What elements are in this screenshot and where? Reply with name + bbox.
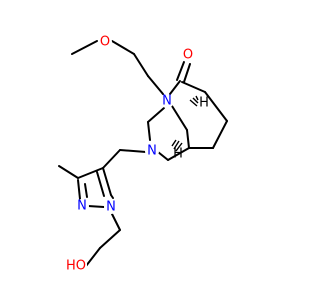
bond-c3-c4 xyxy=(77,167,104,179)
bond-bridgehead-ch2-right xyxy=(204,91,228,122)
atom-label-n-pyrazole-2: N xyxy=(77,199,87,214)
atom-hydroxyl: HO xyxy=(65,258,87,274)
atom-n-lactam: N xyxy=(160,94,174,109)
bond-o-ch2 xyxy=(111,40,135,55)
molecule-structure: O O N N N N HO H H xyxy=(58,35,228,274)
stereo-h-top: H xyxy=(199,96,209,111)
bond-nlactam-carbonyl xyxy=(169,80,181,95)
atom-labels: O O N N N N HO H H xyxy=(65,35,209,274)
atom-o-carbonyl: O xyxy=(181,48,195,63)
bond-bridge-lower xyxy=(186,129,190,149)
stereo-wedges xyxy=(171,95,199,152)
atom-label-hydroxyl: HO xyxy=(66,259,86,274)
hash-wedge-bottom xyxy=(171,139,183,152)
bond-n1-ch2 xyxy=(111,213,121,231)
bond-bridge-upper xyxy=(171,105,188,131)
atom-label-n-ring: N xyxy=(147,144,157,159)
stereo-label-h-top: H xyxy=(199,96,209,111)
atom-label-n-lactam: N xyxy=(162,94,172,109)
bond-ch2-nring xyxy=(147,121,151,141)
bonds xyxy=(58,40,228,267)
bond-n2-c3-double xyxy=(84,183,88,198)
bond-n2-c3 xyxy=(77,179,81,200)
bond-ch2-nlactam xyxy=(147,75,164,95)
bond-carbonyl-bridgehead xyxy=(181,81,206,93)
atom-n-pyrazole-2: N xyxy=(75,199,89,214)
bond-n1-n2 xyxy=(87,205,105,208)
bond-c5-n1 xyxy=(110,194,114,199)
atom-n-pyrazole-1: N xyxy=(104,200,118,215)
bond-nlactam-ch2 xyxy=(147,107,165,123)
bond-ch2-ch2-right xyxy=(212,120,228,149)
bond-carbonyl-double-b xyxy=(183,63,191,83)
atom-label-n-pyrazole-1: N xyxy=(106,200,116,215)
atom-label-o-methoxy: O xyxy=(100,35,110,50)
hash-wedge-top xyxy=(189,95,199,107)
bond-carbonyl-double-a xyxy=(176,61,185,81)
atom-n-ring: N xyxy=(145,144,159,159)
molecule-canvas: O O N N N N HO H H xyxy=(58,35,228,274)
bond-c4-c5-double xyxy=(96,171,105,197)
bond-ch2-pyrazole xyxy=(102,149,121,169)
atom-o-methoxy: O xyxy=(98,35,112,50)
atom-label-o-carbonyl: O xyxy=(183,48,193,63)
bond-ch2-ch2-oh xyxy=(99,229,121,249)
bond-bridgehead-ch2 xyxy=(167,147,190,161)
stereo-h-bottom: H xyxy=(173,147,183,162)
bond-ch2-oh xyxy=(85,247,101,267)
stereo-label-h-bottom: H xyxy=(173,147,183,162)
bond-nring-ch2 xyxy=(119,149,147,153)
bond-c3-methyl xyxy=(58,165,79,179)
bond-c4-c5 xyxy=(102,167,112,196)
bond-ch2-ch2 xyxy=(133,53,149,77)
bond-methyl-o xyxy=(71,40,98,55)
bond-ch2-nring-2 xyxy=(157,151,169,161)
